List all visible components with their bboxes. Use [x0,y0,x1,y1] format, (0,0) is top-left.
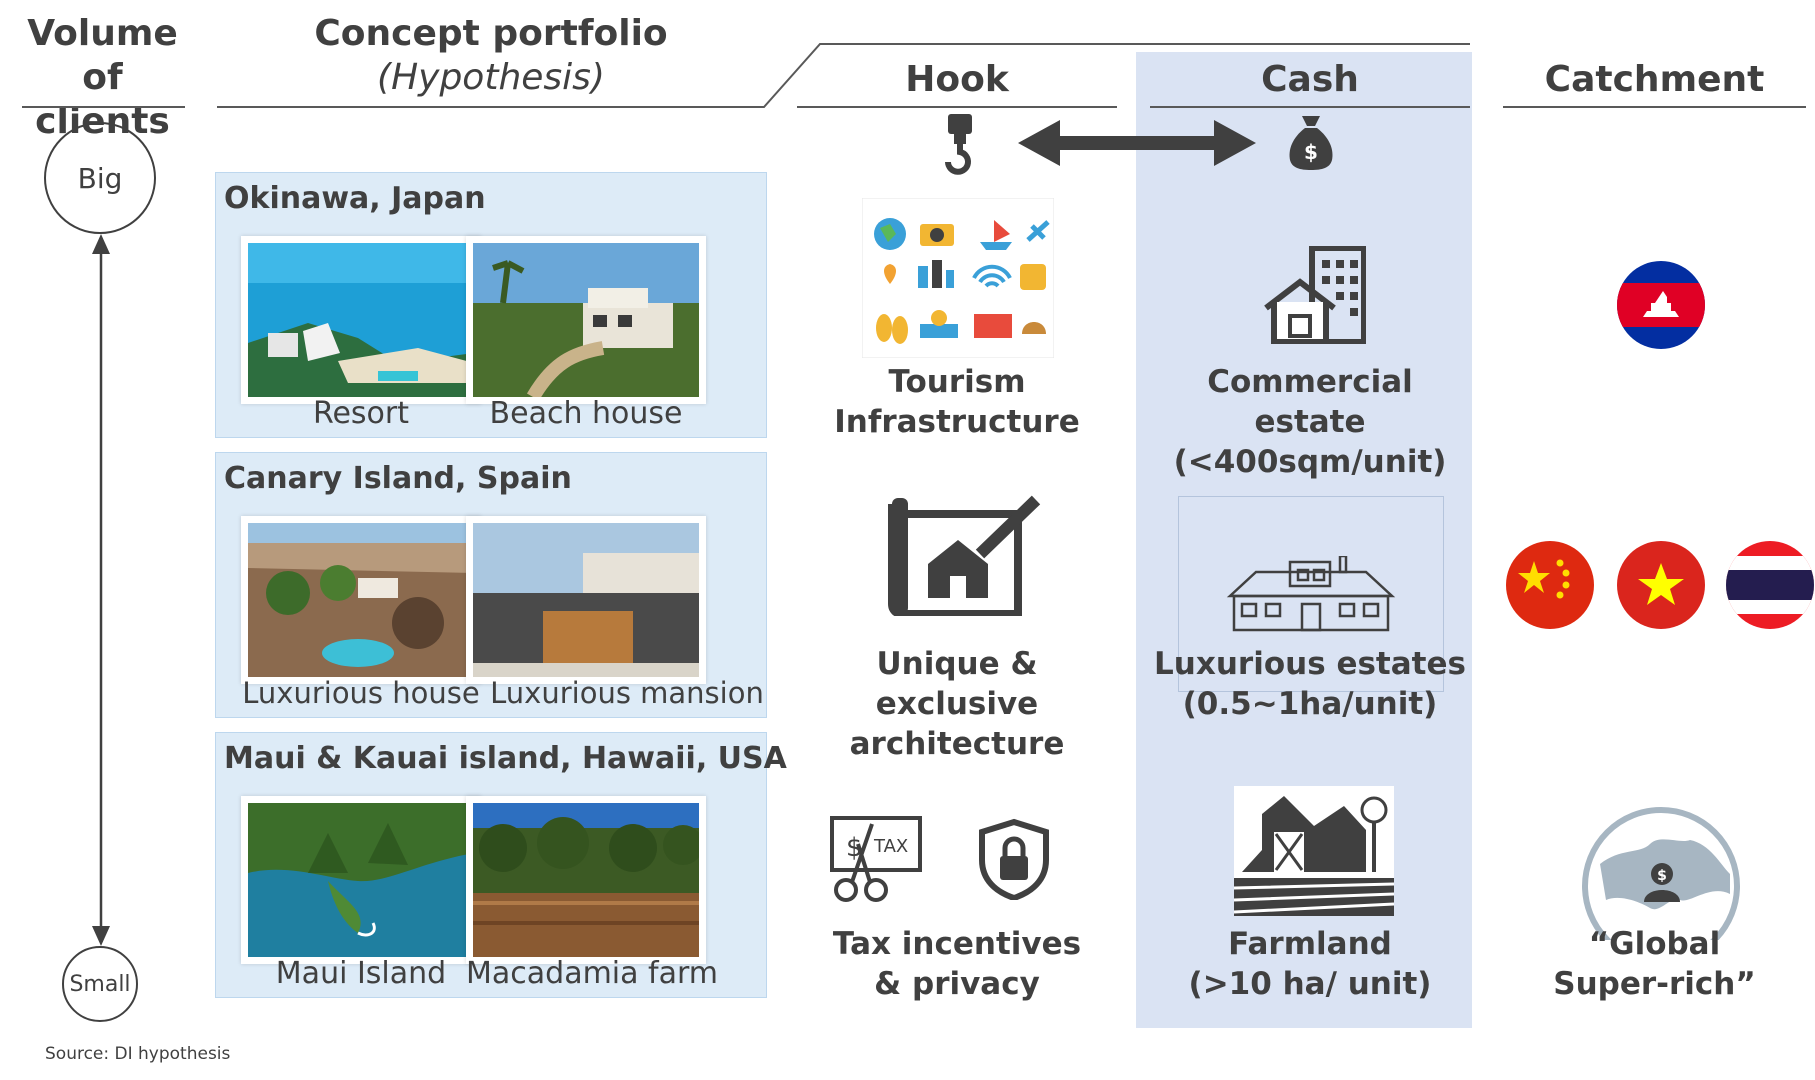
catchment-global-line2: Super-rich” [1553,966,1756,1002]
caption-luxurious-mansion: Luxurious mansion [490,676,764,710]
cash-header: Cash [1261,59,1359,100]
region-title: Canary Island, Spain [224,461,572,496]
china-flag-icon [1506,541,1594,629]
luxurious-house-photo [241,516,481,684]
cash-commercial-label: Commercial estate (<400sqm/unit) [1150,362,1470,482]
cash-luxurious-label: Luxurious estates (0.5~1ha/unit) [1150,644,1470,724]
cash-commercial-line2: (<400sqm/unit) [1173,444,1447,480]
concept-header: Concept portfolio (Hypothesis) [215,12,767,100]
svg-text:$: $ [1304,140,1318,164]
small-label: Small [69,971,131,997]
cash-farmland-line1: Farmland [1228,926,1392,962]
region-title: Okinawa, Japan [224,181,486,216]
beach-house-photo [466,236,706,404]
globe-dollar-glyph: $ [1657,868,1667,884]
maui-island-photo [241,796,481,964]
hook-icon [945,114,972,175]
hook-tourism-line2: Infrastructure [834,404,1080,440]
luxurious-mansion-photo [466,516,706,684]
volume-scale-arrow [92,234,110,946]
hook-tax-line2: & privacy [874,966,1040,1002]
macadamia-farm-photo [466,796,706,964]
thailand-flag-icon [1726,541,1814,629]
farmland-barn-icon [1234,786,1394,916]
volume-underline [22,106,185,108]
caption-maui-island: Maui Island [275,956,447,991]
vietnam-flag-icon [1617,541,1705,629]
architecture-blueprint-icon [888,495,1041,616]
caption-macadamia-farm: Macadamia farm [466,956,719,991]
cash-commercial-line1: Commercial estate [1207,364,1413,440]
caption-luxurious-house: Luxurious house [242,676,480,710]
caption-resort: Resort [312,396,410,431]
money-bag-icon: $ [1289,116,1333,170]
hook-architecture-line1: Unique & exclusive [875,646,1039,722]
cash-farmland-line2: (>10 ha/ unit) [1188,966,1432,1002]
cash-luxurious-line1: Luxurious estates [1154,646,1466,682]
privacy-shield-lock-icon [979,818,1049,900]
hook-tax-line1: Tax incentives [832,926,1082,962]
catchment-header: Catchment [1544,59,1765,100]
source-note: Source: DI hypothesis [45,1044,231,1064]
hook-architecture-line2: architecture [849,726,1065,762]
concept-header-subtitle: (Hypothesis) [377,57,605,98]
big-label: Big [77,161,123,195]
catchment-global-line1: “Global [1588,926,1721,962]
cash-farmland-label: Farmland (>10 ha/ unit) [1150,924,1470,1004]
header-rule-lines [217,43,1806,108]
concept-header-title: Concept portfolio [314,13,668,54]
region-canary: Canary Island, Spain Luxurious house Lux… [215,452,767,718]
hook-header: Hook [905,59,1009,100]
resort-photo [241,236,481,404]
commercial-building-icon [1264,246,1366,344]
big-volume-circle: Big [44,122,156,234]
dollar-glyph: $ [846,833,863,863]
tourism-icons [862,198,1054,358]
cambodia-flag-icon [1617,261,1705,349]
caption-beach-house: Beach house [489,396,683,431]
hook-tourism-label: Tourism Infrastructure [797,362,1117,442]
hook-architecture-label: Unique & exclusive architecture [797,644,1117,764]
catchment-global-label: “Global Super-rich” [1503,924,1806,1004]
mansion-icon [1226,556,1396,632]
region-title: Maui & Kauai island, Hawaii, USA [224,741,787,776]
small-volume-circle: Small [62,946,138,1022]
hook-tax-label: Tax incentives & privacy [797,924,1117,1004]
cash-luxurious-line2: (0.5~1ha/unit) [1182,686,1438,722]
double-arrow [1018,120,1256,166]
hook-tourism-line1: Tourism [888,364,1026,400]
luxurious-estates-frame [1178,496,1444,692]
globe-person-icon: $ [1580,804,1742,940]
region-hawaii: Maui & Kauai island, Hawaii, USA Maui Is… [215,732,787,998]
tax-scissors-icon: $ TAX [830,816,922,902]
volume-header-line1: Volume [27,13,178,54]
region-okinawa: Okinawa, Japan Resort Beach house [215,172,767,438]
tax-text: TAX [873,836,908,857]
